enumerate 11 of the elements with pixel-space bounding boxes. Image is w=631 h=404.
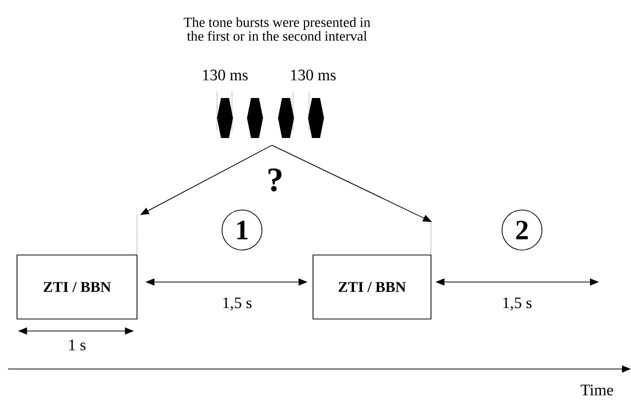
edge-label: 1,5 s: [500, 296, 534, 312]
time-label: 130 ms: [203, 70, 248, 80]
question-mark: ?: [268, 168, 282, 192]
stimulus-box: ZTI / BBN: [312, 254, 432, 320]
edge-label: 1,5 s: [220, 296, 254, 312]
tone-burst-drawing: [217, 98, 324, 138]
time-label: 130 ms: [291, 70, 336, 80]
duration-label: 1 s: [69, 340, 86, 350]
axis-label: Time: [580, 384, 613, 396]
title: The tone bursts were presented in the first or in the second interval: [184, 17, 370, 41]
stimulus-box: ZTI / BBN: [16, 254, 138, 320]
